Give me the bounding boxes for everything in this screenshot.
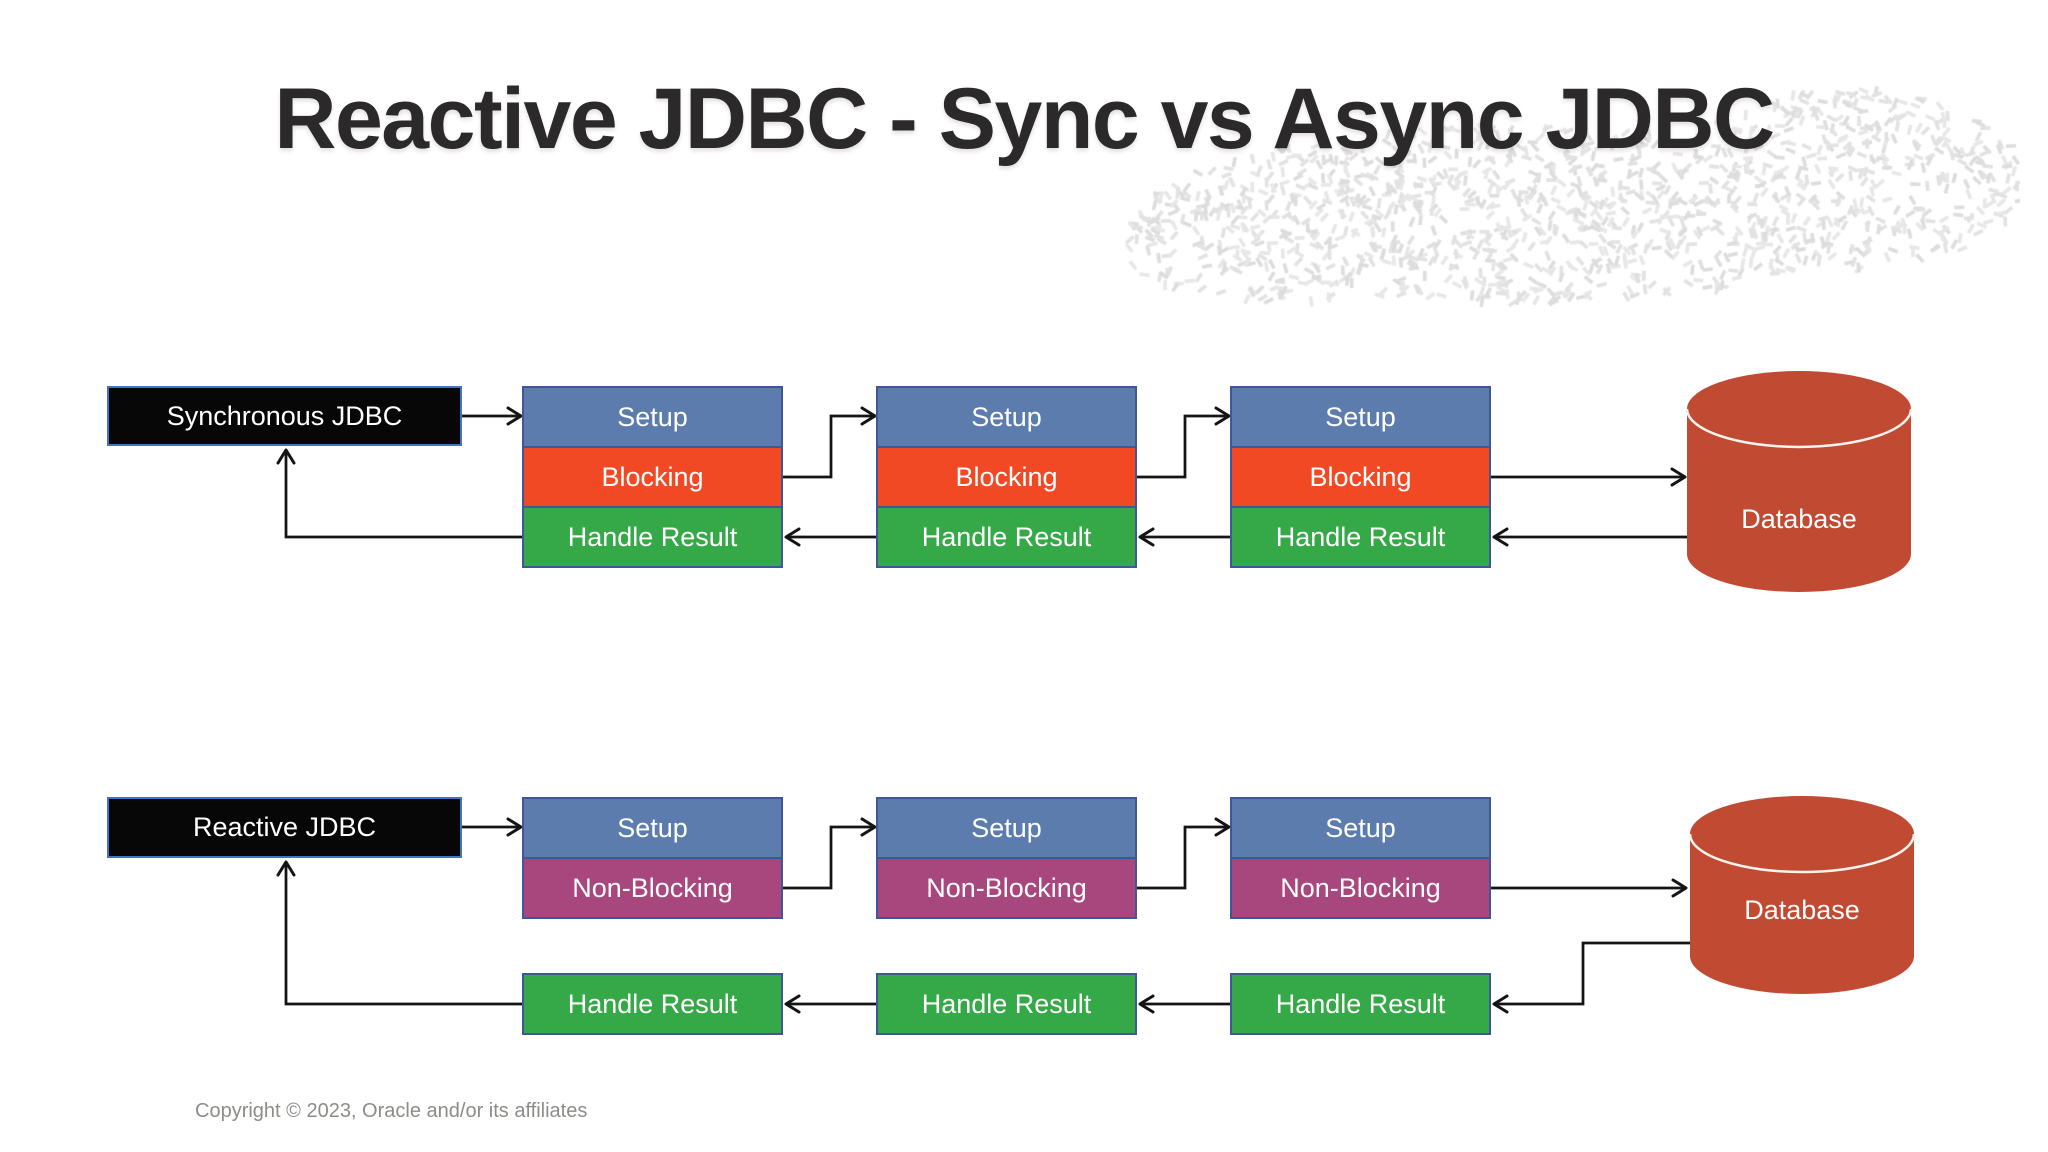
reactive-stage-3-nonblocking-box: Non-Blocking (1230, 857, 1491, 919)
sync-stage-3-handle-result-box: Handle Result (1230, 506, 1491, 568)
sync-stage-3: Setup Blocking Handle Result (1230, 386, 1491, 568)
sync-stage-2-handle-result-box: Handle Result (876, 506, 1137, 568)
reactive-stage-3-handle-result-box: Handle Result (1230, 973, 1491, 1035)
arrow-reactive-handle-to-label (276, 860, 522, 1006)
arrow-reactive-stage2-to-stage3 (1137, 817, 1231, 890)
sync-stage-2-blocking-box: Blocking (876, 446, 1137, 508)
arrow-reactive-database-to-stage3-handle (1492, 941, 1690, 1014)
reactive-stage-2-handle-wrap: Handle Result (876, 973, 1137, 1035)
copyright-text: Copyright © 2023, Oracle and/or its affi… (195, 1100, 588, 1122)
arrow-sync-stage2-to-stage3 (1137, 406, 1231, 479)
sync-stage-1-handle-result-box: Handle Result (522, 506, 783, 568)
sync-database-label: Database (1741, 503, 1857, 534)
slide-title: Reactive JDBC - Sync vs Async JDBC (274, 71, 1775, 167)
reactive-stage-1: Setup Non-Blocking (522, 797, 783, 919)
sync-stage-2: Setup Blocking Handle Result (876, 386, 1137, 568)
reactive-database-cylinder (1688, 796, 1916, 994)
reactive-stage-3-handle-wrap: Handle Result (1230, 973, 1491, 1035)
arrow-sync-stage1-to-stage2 (783, 406, 877, 479)
reactive-database-label: Database (1744, 894, 1860, 925)
reactive-stage-2-handle-result-box: Handle Result (876, 973, 1137, 1035)
reactive-stage-2: Setup Non-Blocking (876, 797, 1137, 919)
sync-stage-3-blocking-box: Blocking (1230, 446, 1491, 508)
sync-database-cylinder (1685, 371, 1913, 592)
sync-stage-1-setup-box: Setup (522, 386, 783, 448)
reactive-jdbc-label-box: Reactive JDBC (107, 797, 462, 858)
reactive-stage-3-setup-box: Setup (1230, 797, 1491, 859)
reactive-stage-1-handle-result-box: Handle Result (522, 973, 783, 1035)
sync-stage-2-setup-box: Setup (876, 386, 1137, 448)
sync-stage-1: Setup Blocking Handle Result (522, 386, 783, 568)
sync-jdbc-label-box: Synchronous JDBC (107, 386, 462, 446)
reactive-stage-1-handle-wrap: Handle Result (522, 973, 783, 1035)
sync-stage-1-blocking-box: Blocking (522, 446, 783, 508)
thumbprint-texture-decoration (1090, 75, 2020, 310)
reactive-stage-2-nonblocking-box: Non-Blocking (876, 857, 1137, 919)
reactive-stage-2-setup-box: Setup (876, 797, 1137, 859)
arrow-reactive-stage1-to-stage2 (783, 817, 877, 890)
reactive-stage-3: Setup Non-Blocking (1230, 797, 1491, 919)
reactive-stage-1-setup-box: Setup (522, 797, 783, 859)
reactive-stage-1-nonblocking-box: Non-Blocking (522, 857, 783, 919)
arrow-sync-handle-to-label (276, 448, 522, 539)
sync-stage-3-setup-box: Setup (1230, 386, 1491, 448)
